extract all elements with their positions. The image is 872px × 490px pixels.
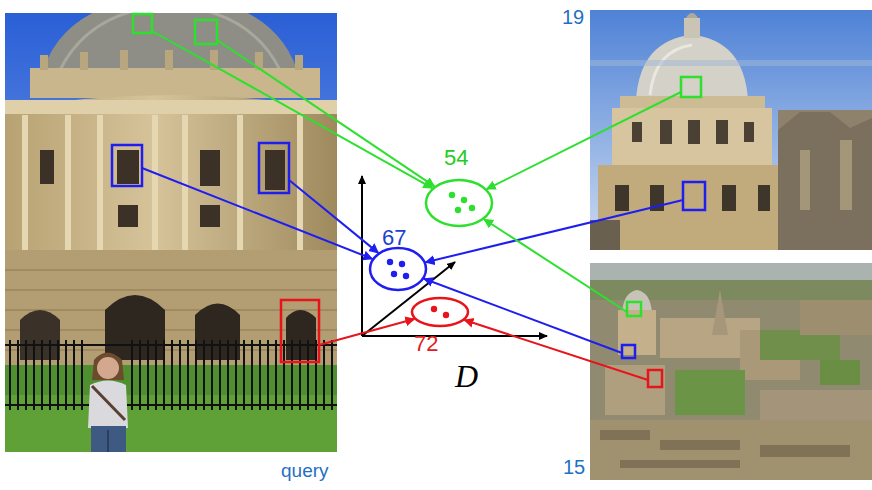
descriptor-dot bbox=[387, 259, 393, 265]
image-label: query bbox=[281, 461, 329, 482]
descriptor-dot bbox=[403, 273, 409, 279]
descriptor-dot bbox=[461, 197, 467, 203]
match-arrow bbox=[465, 320, 648, 380]
descriptor-dot bbox=[399, 261, 405, 267]
match-arrow bbox=[487, 92, 681, 189]
match-arrow bbox=[319, 319, 414, 345]
match-arrow bbox=[484, 219, 627, 312]
descriptor-dot bbox=[469, 205, 475, 211]
photo-19 bbox=[590, 10, 872, 250]
cluster-ellipse bbox=[426, 180, 492, 226]
cluster-id: 67 bbox=[382, 226, 406, 250]
descriptor-dot bbox=[443, 312, 449, 318]
descriptor-dot bbox=[455, 207, 461, 213]
photo-node: 19 bbox=[560, 6, 872, 252]
descriptor-dot bbox=[449, 192, 455, 198]
match-arrow bbox=[217, 40, 434, 186]
image-label: 15 bbox=[563, 456, 585, 478]
match-arrow bbox=[289, 180, 378, 253]
cluster-node: 72 bbox=[410, 296, 472, 362]
photo-node: query bbox=[5, 13, 350, 485]
photo-node: 15 bbox=[560, 262, 872, 482]
match-arrow bbox=[152, 31, 432, 188]
cluster-ellipse bbox=[370, 248, 426, 290]
cluster-ellipse bbox=[412, 298, 468, 326]
cluster-id: 54 bbox=[444, 146, 468, 170]
descriptor-dot bbox=[391, 271, 397, 277]
space-label: D bbox=[455, 360, 478, 392]
cluster-node: 67 bbox=[368, 226, 428, 292]
match-arrow bbox=[142, 168, 372, 259]
cluster-id: 72 bbox=[414, 332, 438, 356]
query-photo bbox=[5, 13, 337, 452]
image-label: 19 bbox=[562, 6, 584, 28]
photo-15 bbox=[590, 263, 872, 480]
feature-regions bbox=[112, 14, 705, 387]
cluster-node: 54 bbox=[424, 146, 494, 228]
descriptor-dot bbox=[431, 306, 437, 312]
